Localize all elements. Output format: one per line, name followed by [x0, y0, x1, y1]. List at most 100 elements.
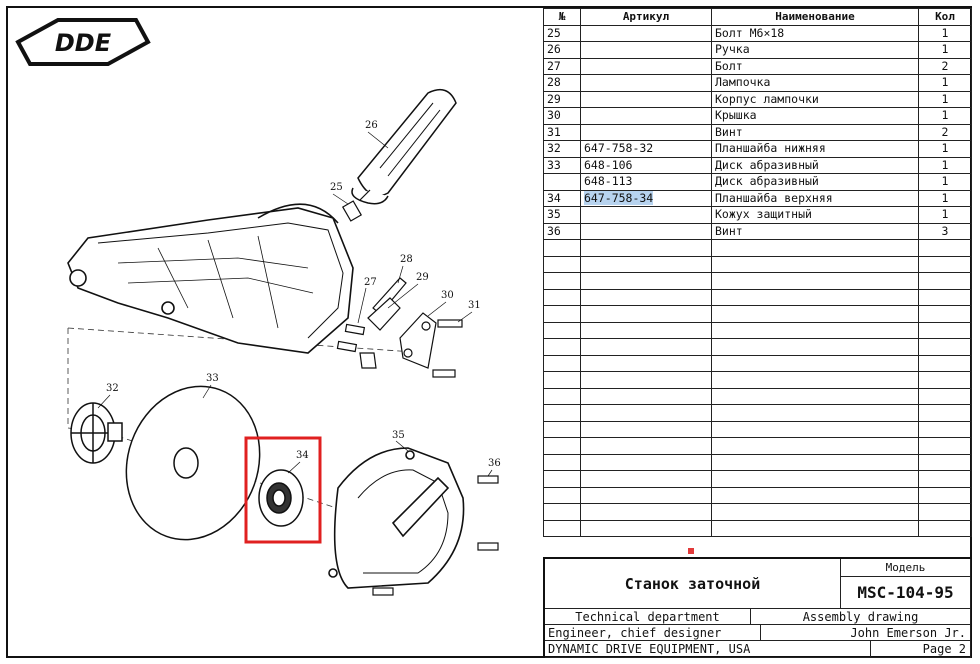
empty-cell [711, 470, 919, 488]
row-num: 28 [543, 74, 581, 92]
row-article [580, 90, 712, 108]
empty-cell [580, 420, 712, 438]
part-handle [351, 88, 457, 205]
page-number: Page 2 [871, 641, 971, 658]
empty-cell [543, 453, 581, 471]
empty-cell [543, 503, 581, 521]
empty-cell [918, 503, 972, 521]
part-lower-flange [70, 402, 123, 464]
empty-cell [918, 453, 972, 471]
empty-cell [580, 288, 712, 306]
empty-table-row [543, 453, 972, 471]
empty-cell [918, 255, 972, 273]
empty-cell [580, 486, 712, 504]
empty-table-row [543, 437, 972, 455]
model-label: Модель [841, 559, 971, 577]
empty-cell [711, 305, 919, 323]
model-number: MSC-104-95 [841, 577, 971, 609]
empty-cell [580, 437, 712, 455]
empty-table-row [543, 387, 972, 405]
row-qty: 1 [918, 41, 972, 59]
empty-cell [918, 272, 972, 290]
row-qty: 1 [918, 107, 972, 125]
exploded-assembly-drawing: DDE [15, 18, 501, 596]
empty-table-row [543, 288, 972, 306]
empty-cell [543, 321, 581, 339]
designer-role: Engineer, chief designer [545, 625, 761, 641]
empty-cell [711, 503, 919, 521]
row-name: Болт [711, 57, 919, 75]
empty-cell [543, 354, 581, 372]
empty-cell [918, 486, 972, 504]
empty-cell [711, 272, 919, 290]
empty-cell [711, 453, 919, 471]
empty-cell [543, 387, 581, 405]
empty-table-row [543, 321, 972, 339]
empty-cell [711, 288, 919, 306]
empty-cell [543, 437, 581, 455]
row-qty: 2 [918, 123, 972, 141]
row-num: 25 [543, 24, 581, 42]
row-num: 36 [543, 222, 581, 240]
callout-32: 32 [106, 383, 119, 394]
row-qty: 2 [918, 57, 972, 75]
empty-cell [580, 387, 712, 405]
dde-logo: DDE [15, 18, 151, 66]
row-article [580, 41, 712, 59]
row-num: 34 [543, 189, 581, 207]
callout-29: 29 [416, 272, 429, 283]
part-lamp-assembly [336, 277, 463, 378]
empty-cell [543, 305, 581, 323]
empty-cell [711, 354, 919, 372]
row-article [580, 222, 712, 240]
department: Technical department [545, 609, 751, 625]
empty-cell [543, 255, 581, 273]
part-upper-flange [258, 469, 304, 527]
row-num: 29 [543, 90, 581, 108]
empty-cell [580, 503, 712, 521]
product-name: Станок заточной [545, 559, 841, 609]
empty-cell [918, 387, 972, 405]
empty-cell [711, 387, 919, 405]
empty-cell [580, 321, 712, 339]
empty-cell [918, 420, 972, 438]
empty-cell [543, 470, 581, 488]
row-name: Винт [711, 123, 919, 141]
empty-cell [711, 519, 919, 537]
empty-cell [543, 404, 581, 422]
logo-text: DDE [55, 29, 112, 57]
empty-table-row [543, 486, 972, 504]
empty-table-row [543, 338, 972, 356]
empty-cell [580, 338, 712, 356]
row-qty: 1 [918, 156, 972, 174]
row-name: Ручка [711, 41, 919, 59]
empty-table-row [543, 470, 972, 488]
row-name: Планшайба нижняя [711, 140, 919, 158]
empty-cell [918, 305, 972, 323]
header-article: Артикул [580, 8, 712, 26]
callout-33: 33 [206, 373, 219, 384]
empty-cell [918, 288, 972, 306]
row-article [580, 57, 712, 75]
row-num [543, 173, 581, 191]
empty-table-row [543, 519, 972, 537]
callout-34: 34 [296, 450, 309, 461]
row-article: 647-758-32 [580, 140, 712, 158]
callout-28: 28 [400, 254, 413, 265]
header-qty: Кол [918, 8, 972, 26]
table-header-row: № Артикул Наименование Кол [543, 8, 972, 26]
empty-cell [918, 354, 972, 372]
highlight-box-part-34 [244, 436, 322, 544]
empty-cell [543, 338, 581, 356]
empty-cell [711, 486, 919, 504]
callout-36: 36 [488, 458, 501, 469]
highlighted-article[interactable]: 647-758-34 [584, 190, 654, 205]
row-qty: 1 [918, 24, 972, 42]
